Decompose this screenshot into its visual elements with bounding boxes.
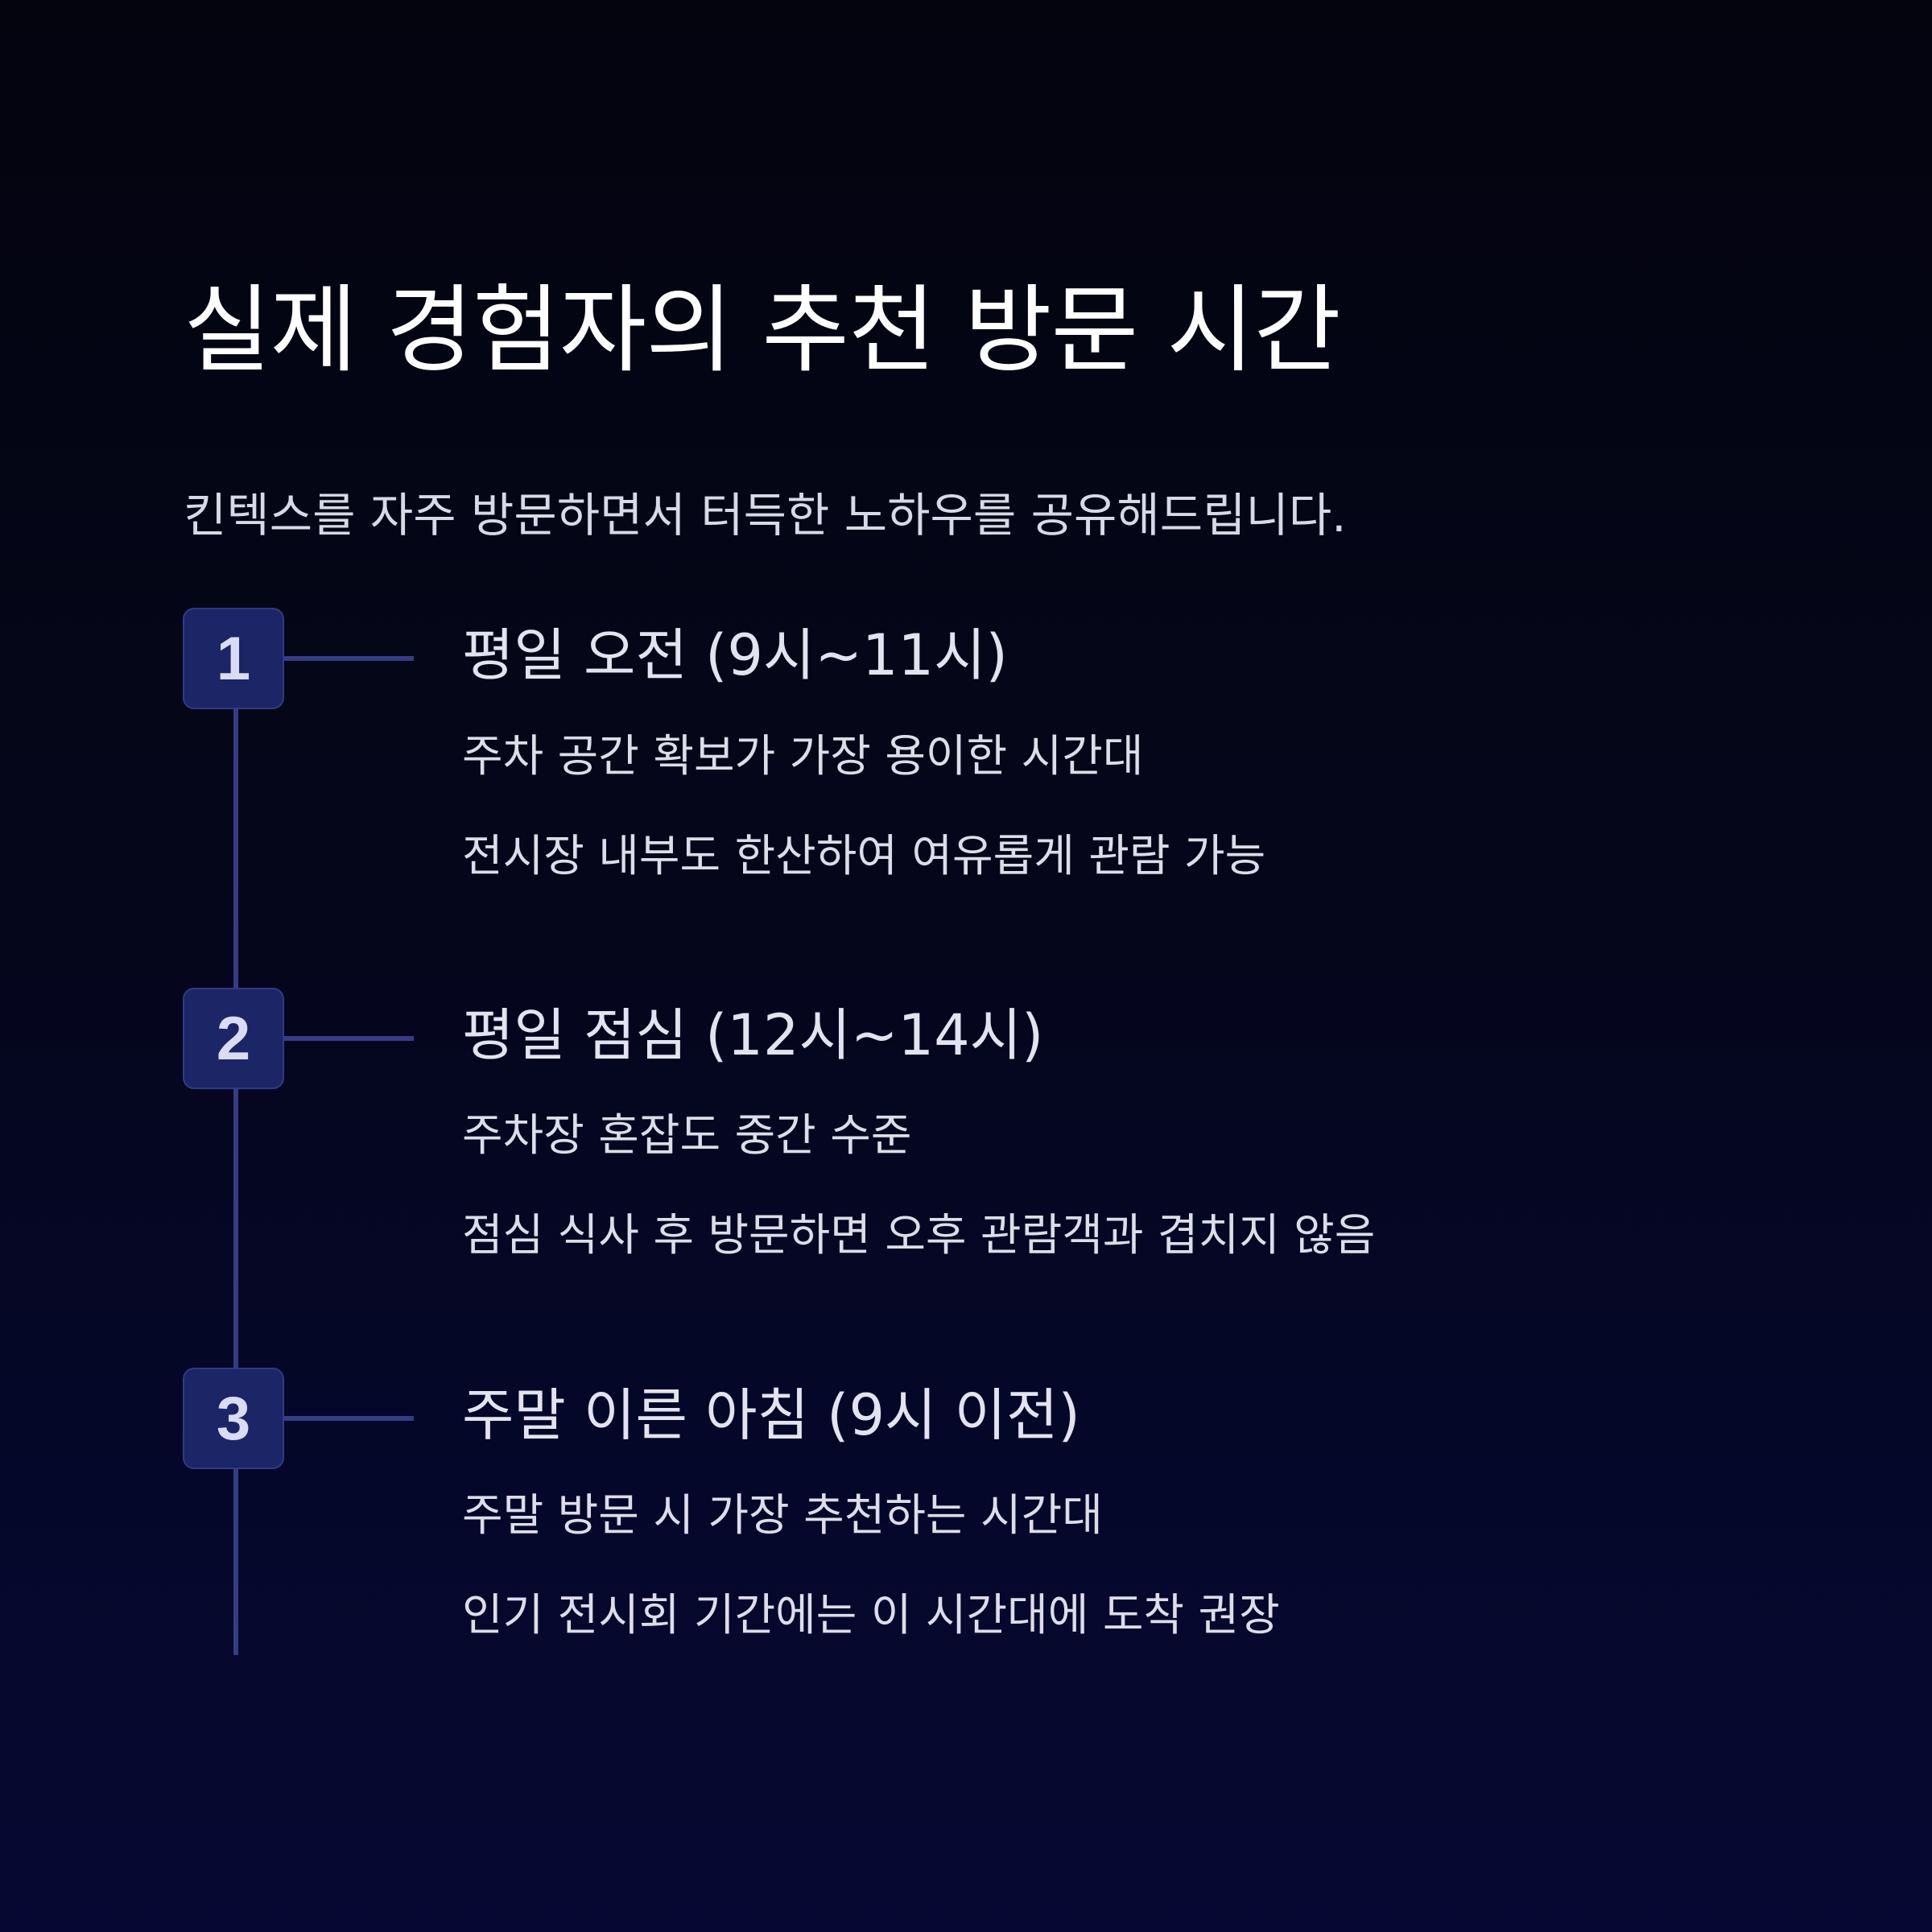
- page-title: 실제 경험자의 추천 방문 시간: [184, 275, 1341, 386]
- step-number-badge: 1: [183, 608, 284, 709]
- timeline-connector: [233, 708, 238, 989]
- step-title: 평일 오전 (9시~11시): [462, 622, 1008, 688]
- step-number-badge: 2: [183, 988, 284, 1089]
- step-point: 인기 전시회 기간에는 이 시간대에 도착 권장: [462, 1589, 1280, 1641]
- step-connector: [283, 1036, 414, 1041]
- timeline-connector: [233, 1088, 238, 1368]
- step-point: 전시장 내부도 한산하여 여유롭게 관람 가능: [462, 830, 1266, 881]
- step-connector: [283, 1416, 414, 1421]
- step-number-badge: 3: [183, 1368, 284, 1469]
- step-title: 주말 이른 아침 (9시 이전): [462, 1382, 1080, 1448]
- step-point: 주차장 혼잡도 중간 수준: [462, 1109, 912, 1161]
- step-point: 주차 공간 확보가 가장 용이한 시간대: [462, 730, 1144, 782]
- timeline-connector: [233, 1468, 238, 1655]
- page-subtitle: 킨텍스를 자주 방문하면서 터득한 노하우를 공유해드립니다.: [184, 488, 1347, 543]
- step-title: 평일 점심 (12시~14시): [462, 1002, 1044, 1068]
- step-point: 주말 방문 시 가장 추천하는 시간대: [462, 1489, 1103, 1541]
- step-connector: [283, 656, 414, 661]
- step-point: 점심 식사 후 방문하면 오후 관람객과 겹치지 않음: [462, 1209, 1376, 1261]
